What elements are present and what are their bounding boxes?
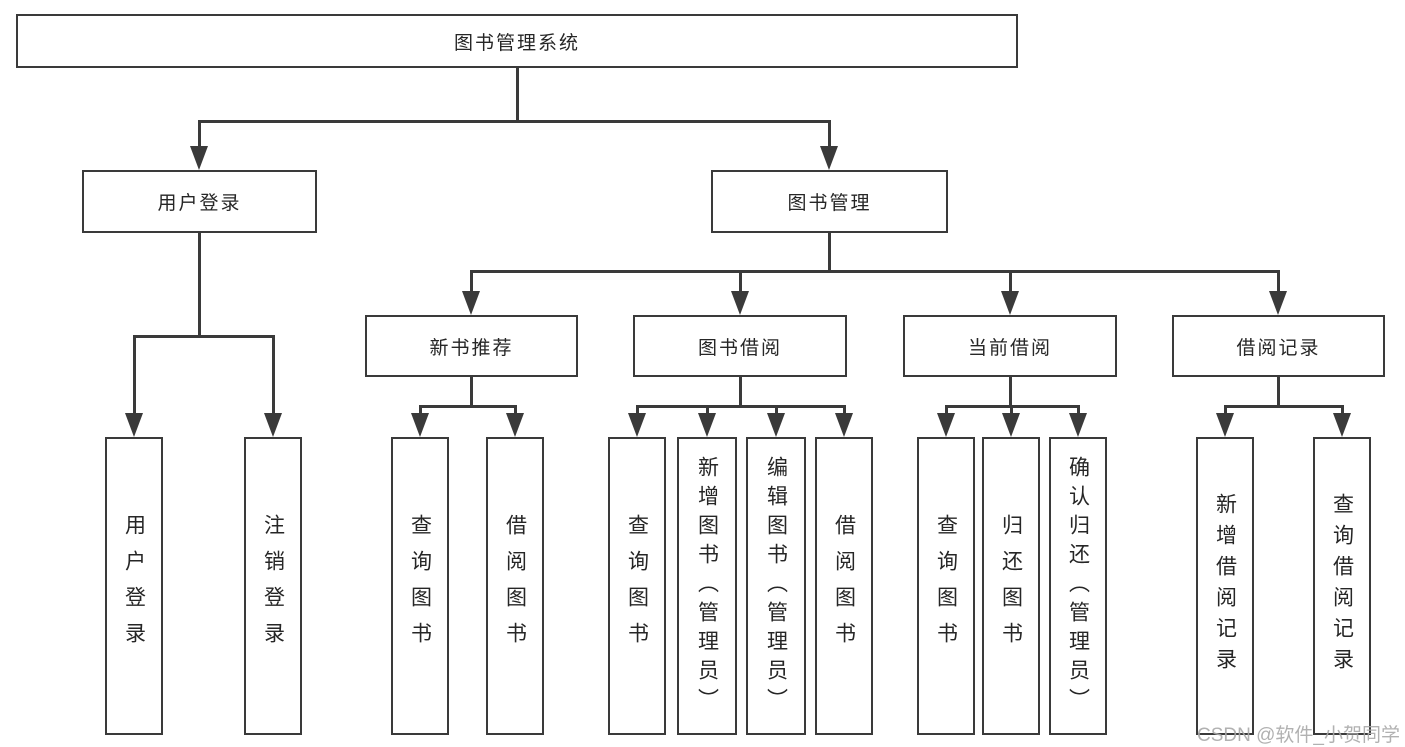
connector-drop-borrow-books-c — [843, 405, 846, 414]
arrowhead-add-record — [1216, 413, 1234, 437]
node-library-management-system: 图书管理系统 — [16, 14, 1018, 68]
connector-drop-borrowing-records — [1277, 270, 1280, 292]
watermark-csdn: CSDN @软件_小贺同学 — [1197, 725, 1400, 746]
connector-drop-user-login — [198, 120, 201, 147]
leaf-confirm-return-admin: 确认归还（管理员） — [1049, 437, 1107, 735]
arrowhead-book-management — [820, 146, 838, 170]
node-book-borrowing: 图书借阅 — [633, 315, 847, 377]
connector-level2-bar — [470, 270, 1279, 273]
leaf-edit-book-admin: 编辑图书（管理员） — [746, 437, 806, 735]
node-current-borrowing: 当前借阅 — [903, 315, 1117, 377]
connector-drop-book-borrowing — [739, 270, 742, 292]
leaf-return-book: 归还图书 — [982, 437, 1040, 735]
connector-drop-add-record — [1224, 405, 1227, 414]
connector-book-borrowing-bar — [636, 405, 844, 408]
arrowhead-query-books-c — [628, 413, 646, 437]
connector-drop-current-borrowing — [1009, 270, 1012, 292]
node-new-book-recommendation: 新书推荐 — [365, 315, 578, 377]
arrowhead-edit-book — [767, 413, 785, 437]
arrowhead-user-login — [190, 146, 208, 170]
node-user-login: 用户登录 — [82, 170, 317, 233]
arrowhead-confirm-return — [1069, 413, 1087, 437]
arrowhead-current-borrowing — [1001, 291, 1019, 315]
leaf-query-books-current: 查询图书 — [917, 437, 975, 735]
connector-user-login-bar — [133, 335, 274, 338]
connector-root-trunk — [516, 68, 519, 120]
connector-book-borrowing-stub — [739, 377, 742, 405]
connector-drop-edit-book — [775, 405, 778, 414]
arrowhead-query-record — [1333, 413, 1351, 437]
leaf-query-books-recommendation: 查询图书 — [391, 437, 449, 735]
leaf-query-books-borrowing: 查询图书 — [608, 437, 666, 735]
connector-drop-leaf-logout — [272, 335, 275, 413]
connector-drop-query-record — [1341, 405, 1344, 414]
connector-drop-book-management — [828, 120, 831, 147]
connector-drop-query-books-c — [636, 405, 639, 414]
node-borrowing-records: 借阅记录 — [1172, 315, 1385, 377]
connector-borrowing-records-bar — [1224, 405, 1342, 408]
connector-drop-leaf-user-login — [133, 335, 136, 413]
connector-current-borrowing-stub — [1009, 377, 1012, 405]
arrowhead-query-books-d — [937, 413, 955, 437]
node-book-management: 图书管理 — [711, 170, 948, 233]
connector-new-book-stub — [470, 377, 473, 405]
connector-borrowing-records-stub — [1277, 377, 1280, 405]
connector-drop-borrow-books-b — [514, 405, 517, 414]
connector-drop-confirm-return — [1077, 405, 1080, 414]
connector-drop-return-book — [1010, 405, 1013, 414]
connector-level1-bar — [198, 120, 830, 123]
connector-drop-new-book-recommendation — [470, 270, 473, 292]
connector-drop-query-books-d — [945, 405, 948, 414]
leaf-add-book-admin: 新增图书（管理员） — [677, 437, 737, 735]
leaf-add-borrowing-record: 新增借阅记录 — [1196, 437, 1254, 735]
connector-user-login-stub — [198, 233, 201, 335]
arrowhead-return-book — [1002, 413, 1020, 437]
connector-book-management-stub — [828, 233, 831, 270]
arrowhead-leaf-user-login — [125, 413, 143, 437]
arrowhead-query-books-b — [411, 413, 429, 437]
leaf-logout: 注销登录 — [244, 437, 302, 735]
arrowhead-new-book-recommendation — [462, 291, 480, 315]
leaf-user-login: 用户登录 — [105, 437, 163, 735]
leaf-query-borrowing-record: 查询借阅记录 — [1313, 437, 1371, 735]
leaf-borrow-books-borrowing: 借阅图书 — [815, 437, 873, 735]
arrowhead-borrowing-records — [1269, 291, 1287, 315]
arrowhead-leaf-logout — [264, 413, 282, 437]
connector-new-book-bar — [419, 405, 516, 408]
arrowhead-borrow-books-b — [506, 413, 524, 437]
arrowhead-book-borrowing — [731, 291, 749, 315]
arrowhead-add-book — [698, 413, 716, 437]
connector-drop-query-books-b — [419, 405, 422, 414]
connector-drop-add-book — [706, 405, 709, 414]
arrowhead-borrow-books-c — [835, 413, 853, 437]
leaf-borrow-books-recommendation: 借阅图书 — [486, 437, 544, 735]
